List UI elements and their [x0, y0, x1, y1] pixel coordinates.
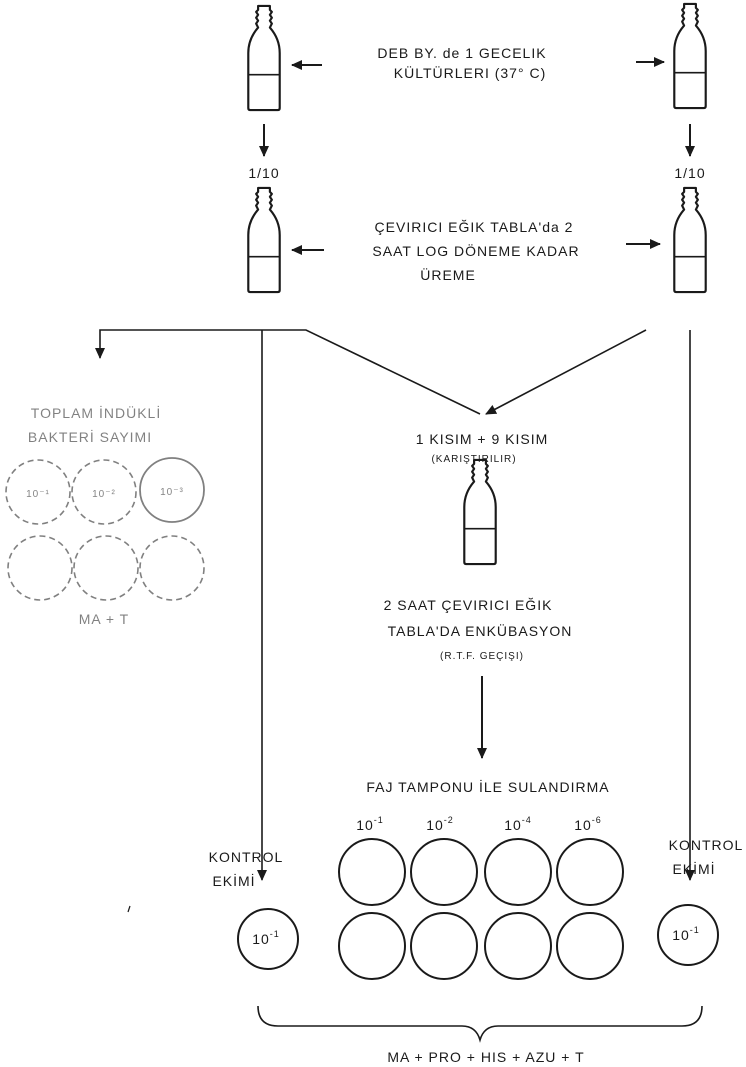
- incubation-line-2: TABLA'DA ENKÜBASYON: [388, 622, 573, 639]
- plate-label-2: 10-2: [426, 815, 454, 833]
- bottle-icon-top-right: [674, 4, 705, 108]
- plate-row1-1: [339, 839, 405, 905]
- plate-label-1: 10-1: [356, 815, 384, 833]
- bottle-icon-mid-right: [674, 188, 705, 292]
- total-plate-5: [74, 536, 138, 600]
- mix-line-2: (KARIŞTIRILIR): [431, 454, 516, 465]
- plate-row2-2: [411, 913, 477, 979]
- bottle-icon-center: [464, 460, 495, 564]
- dilution-step-label: FAJ TAMPONU İLE SULANDIRMA: [366, 778, 609, 795]
- stray-mark: [128, 906, 130, 912]
- plate-row2-1: [339, 913, 405, 979]
- total-plate-label-1: 10⁻¹: [26, 489, 50, 500]
- plate-row1-3: [485, 839, 551, 905]
- total-plate-6: [140, 536, 204, 600]
- plate-label-3: 10-4: [504, 815, 532, 833]
- plate-label-4: 10-6: [574, 815, 602, 833]
- total-count-media: MA + T: [79, 611, 129, 627]
- control-right-line-2: EKİMİ: [672, 860, 715, 877]
- mix-line-1: 1 KISIM + 9 KISIM: [416, 431, 549, 447]
- incubation-line-1: 2 SAAT ÇEVIRICI EĞIK: [384, 597, 553, 613]
- second-step-line-1: ÇEVIRICI EĞIK TABLA'da 2: [375, 219, 574, 235]
- total-plate-label-3: 10⁻³: [160, 487, 184, 498]
- control-left-line-2: EKİMİ: [212, 872, 255, 889]
- control-right-line-1: KONTROL: [669, 837, 744, 853]
- second-step-line-3: ÜREME: [420, 266, 476, 283]
- dilution-left-label: 1/10: [248, 165, 279, 181]
- top-step-line-2: KÜLTÜRLERI (37° C): [394, 64, 546, 81]
- plate-row1-4: [557, 839, 623, 905]
- bottom-brace: [258, 1006, 702, 1040]
- total-count-line-1: TOPLAM İNDÜKLİ: [31, 404, 161, 421]
- top-step-line-1: DEB BY. de 1 GECELIK: [377, 45, 546, 61]
- total-plate-4: [8, 536, 72, 600]
- total-count-block: TOPLAM İNDÜKLİ BAKTERİ SAYIMI 10⁻¹ 10⁻² …: [6, 404, 204, 627]
- total-count-line-2: BAKTERİ SAYIMI: [28, 428, 152, 445]
- control-left-plate-label: 10-1: [252, 929, 280, 947]
- dilution-right-label: 1/10: [674, 165, 705, 181]
- control-right-plate-label: 10-1: [672, 925, 700, 943]
- bottle-icon-top-left: [248, 6, 279, 110]
- incubation-line-3: (R.T.F. GEÇIŞI): [440, 651, 524, 662]
- media-bottom: MA + PRO + HIS + AZU + T: [387, 1049, 584, 1065]
- second-step-line-2: SAAT LOG DÖNEME KADAR: [372, 242, 579, 259]
- control-left-line-1: KONTROL: [209, 849, 284, 865]
- dilution-plate-grid: [339, 839, 623, 979]
- plate-row2-3: [485, 913, 551, 979]
- total-plate-label-2: 10⁻²: [92, 489, 116, 500]
- plate-row1-2: [411, 839, 477, 905]
- bottle-icon-mid-left: [248, 188, 279, 292]
- plate-row2-4: [557, 913, 623, 979]
